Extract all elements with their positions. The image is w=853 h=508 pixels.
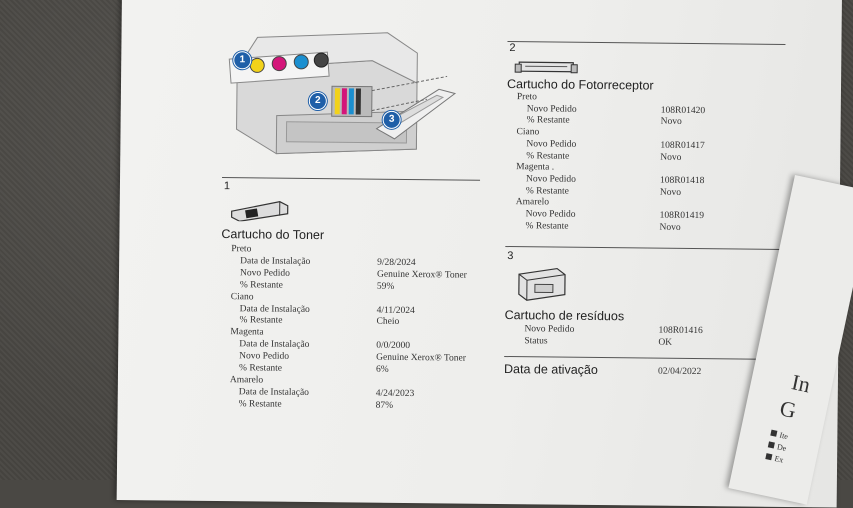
toner-row-value: [377, 246, 467, 259]
photoreceptor-row-value: Novo: [661, 117, 705, 129]
side-text-big1: In: [789, 369, 812, 398]
waste-row-value: OK: [658, 337, 702, 349]
photoreceptor-row-label: % Restante: [516, 151, 576, 163]
photoreceptor-row-label: % Restante: [515, 221, 575, 233]
toner-section-number: 1: [224, 180, 230, 192]
photoreceptor-label-column: Preto Novo Pedido % Restante Ciano Novo …: [515, 92, 576, 233]
photoreceptor-color-amarelo: Amarelo: [516, 197, 576, 209]
photoreceptor-row-value: [660, 129, 704, 141]
callout-badge-3: 3: [383, 111, 401, 129]
photoreceptor-row-label: % Restante: [517, 116, 577, 128]
waste-row-label: Status: [524, 336, 574, 348]
printer-diagram: [216, 29, 477, 162]
photoreceptor-section-number: 2: [509, 42, 515, 54]
side-text-line: Ex: [764, 451, 784, 467]
activation-date: 02/04/2022: [658, 367, 701, 377]
photoreceptor-cartridge-icon: [513, 56, 579, 79]
activation-rule: [504, 356, 782, 360]
waste-row-value: 108R01416: [658, 326, 702, 338]
toner-row-label: % Restante: [230, 316, 309, 329]
side-text-big2: G: [778, 395, 799, 424]
photoreceptor-row-value: Novo: [659, 222, 703, 234]
photoreceptor-color-ciano: Ciano: [516, 127, 576, 139]
toner-row-value: [376, 329, 466, 342]
toner-row-label: Data de Instalação: [230, 387, 309, 400]
toner-row-value: 59%: [377, 281, 467, 294]
photoreceptor-row-value: 108R01420: [661, 105, 705, 117]
toner-row-value: 4/24/2023: [376, 389, 466, 402]
toner-row-label: Novo Pedido: [231, 268, 310, 281]
toner-color-amarelo: Amarelo: [230, 375, 309, 388]
toner-color-ciano: Ciano: [231, 292, 310, 305]
toner-cartridge-icon: [228, 197, 296, 222]
photoreceptor-row-value: [660, 199, 704, 211]
toner-row-label: % Restante: [230, 363, 309, 376]
photoreceptor-row-value: 108R01417: [660, 140, 704, 152]
toner-color-magenta: Magenta: [230, 327, 309, 340]
toner-row-value: Genuine Xerox® Toner: [376, 353, 466, 366]
photoreceptor-color-magenta: Magenta .: [516, 162, 576, 174]
photoreceptor-row-label: % Restante: [516, 186, 576, 198]
waste-label-column: Novo Pedido Status: [524, 324, 574, 348]
photoreceptor-value-column: 108R01420 Novo 108R01417 Novo 108R01418 …: [659, 94, 705, 235]
toner-row-value: [377, 293, 467, 306]
toner-row-label: Data de Instalação: [231, 256, 310, 269]
toner-row-value: Genuine Xerox® Toner: [377, 269, 467, 282]
photoreceptor-title: Cartucho do Fotorreceptor: [507, 77, 654, 93]
waste-row-label: Novo Pedido: [524, 324, 574, 336]
toner-title: Cartucho do Toner: [221, 227, 324, 242]
waste-title: Cartucho de resíduos: [505, 308, 625, 323]
side-text-list: Ite De Ex: [764, 428, 789, 467]
waste-section-number: 3: [507, 250, 513, 262]
toner-value-column: 9/28/2024 Genuine Xerox® Toner 59% 4/11/…: [376, 246, 467, 414]
photoreceptor-row-value: 108R01418: [660, 176, 704, 188]
photoreceptor-color-preto: Preto: [517, 92, 577, 104]
toner-row-label: Novo Pedido: [230, 351, 309, 364]
toner-label-column: Preto Data de Instalação Novo Pedido % R…: [230, 244, 311, 412]
report-page: 1 2 3 1 Cartucho do Toner Preto Data de …: [117, 0, 842, 508]
toner-row-value: Cheio: [376, 317, 466, 330]
photoreceptor-row-label: Novo Pedido: [516, 139, 576, 151]
photoreceptor-row-value: 108R01419: [660, 211, 704, 223]
photoreceptor-row-label: Novo Pedido: [516, 174, 576, 186]
waste-rule: [505, 246, 783, 250]
toner-row-value: 87%: [376, 400, 466, 413]
toner-row-label: % Restante: [230, 399, 309, 412]
waste-value-column: 108R01416 OK: [658, 326, 703, 350]
toner-rule: [222, 177, 480, 181]
toner-row-value: 9/28/2024: [377, 258, 467, 271]
photoreceptor-row-value: Novo: [660, 152, 704, 164]
callout-badge-1: 1: [233, 51, 251, 69]
toner-color-preto: Preto: [231, 244, 310, 257]
photoreceptor-row-value: [661, 94, 705, 106]
toner-row-label: Data de Instalação: [230, 339, 309, 352]
toner-row-label: % Restante: [231, 280, 310, 293]
callout-badge-2: 2: [309, 92, 327, 110]
photoreceptor-row-value: [660, 164, 704, 176]
photoreceptor-row-label: Novo Pedido: [517, 104, 577, 116]
photoreceptor-rule: [507, 41, 785, 45]
toner-row-label: Data de Instalação: [231, 304, 310, 317]
toner-row-value: 4/11/2024: [377, 305, 467, 318]
toner-row-value: [376, 377, 466, 390]
waste-cartridge-icon: [513, 264, 569, 305]
activation-label: Data de ativação: [504, 362, 598, 377]
toner-row-value: 6%: [376, 365, 466, 378]
photoreceptor-row-value: Novo: [660, 187, 704, 199]
photoreceptor-row-label: Novo Pedido: [516, 209, 576, 221]
